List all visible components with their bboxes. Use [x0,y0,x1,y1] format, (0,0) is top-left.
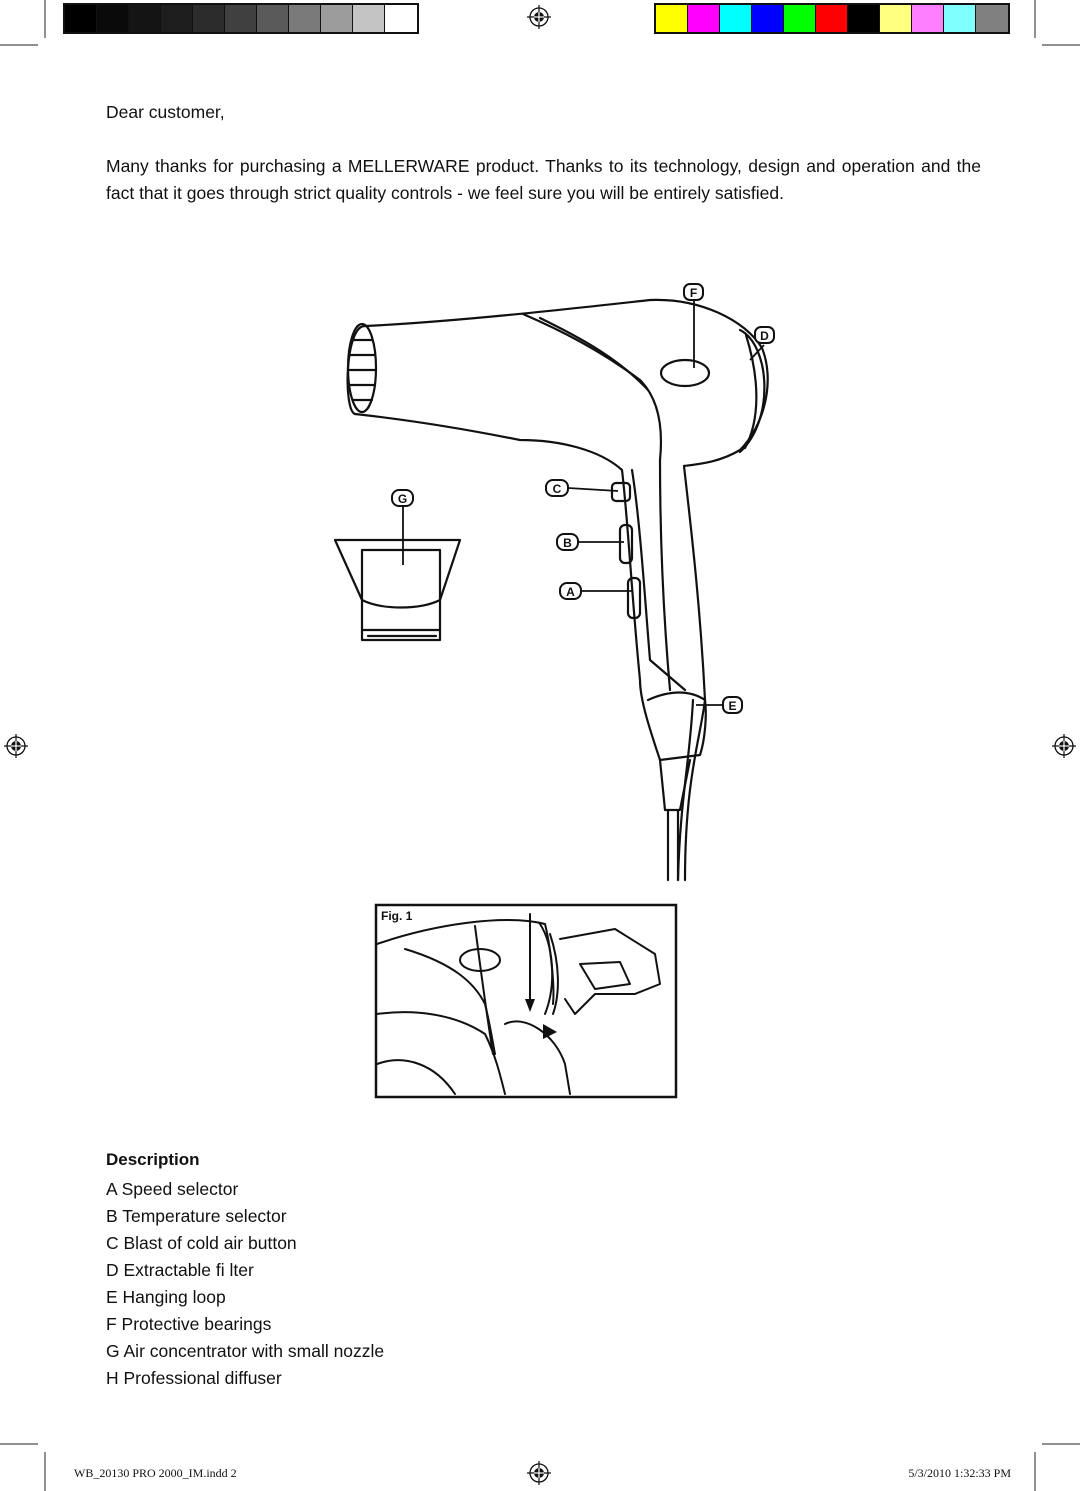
color-swatch [976,5,1008,32]
color-swatch-bar [654,3,1010,34]
gray-swatch [257,5,289,32]
registration-mark-bottom [527,1461,551,1485]
gray-swatch [289,5,321,32]
color-swatch [880,5,912,32]
gray-swatch [161,5,193,32]
color-swatch [688,5,720,32]
intro-paragraph: Many thanks for purchasing a MELLERWARE … [106,156,981,203]
label-e: E [728,699,736,713]
dryer-body-outline [353,298,769,762]
gray-swatch [65,5,97,32]
list-item: B Temperature selector [106,1206,287,1226]
gray-swatch [97,5,129,32]
color-swatch [944,5,976,32]
list-item: H Professional diffuser [106,1368,282,1388]
label-c: C [553,482,562,496]
label-d: D [760,329,769,343]
registration-mark-right [1052,734,1076,758]
greeting: Dear customer, [106,102,225,122]
color-swatch [752,5,784,32]
hair-dryer-diagram: F D C B A E G [333,283,775,882]
footer-filename: WB_20130 PRO 2000_IM.indd 2 [74,1466,237,1480]
gray-swatch [193,5,225,32]
label-a: A [566,585,575,599]
color-swatch [784,5,816,32]
gray-swatch [385,5,417,32]
list-item: C Blast of cold air button [106,1233,297,1253]
registration-mark-left [4,734,28,758]
gray-swatch [353,5,385,32]
color-swatch [816,5,848,32]
gray-swatch [321,5,353,32]
color-swatch [912,5,944,32]
footer-timestamp: 5/3/2010 1:32:33 PM [908,1466,1011,1480]
grayscale-swatch-bar [63,3,419,34]
gray-swatch [129,5,161,32]
registration-mark-top [527,5,551,29]
label-b: B [563,536,572,550]
color-swatch [656,5,688,32]
list-item: F Protective bearings [106,1314,272,1334]
label-f: F [690,286,697,300]
label-g: G [398,492,407,506]
list-item: A Speed selector [106,1179,239,1199]
fig1-title: Fig. 1 [381,909,413,923]
color-swatch [720,5,752,32]
gray-swatch [225,5,257,32]
concentrator-outline [333,538,462,642]
list-item: D Extractable fi lter [106,1260,254,1280]
description-list: A Speed selector B Temperature selector … [106,1176,384,1392]
fig1-illustration: Fig. 1 [374,903,678,1099]
color-swatch [848,5,880,32]
description-title: Description [106,1150,200,1169]
list-item: G Air concentrator with small nozzle [106,1341,385,1361]
list-item: E Hanging loop [106,1287,226,1307]
